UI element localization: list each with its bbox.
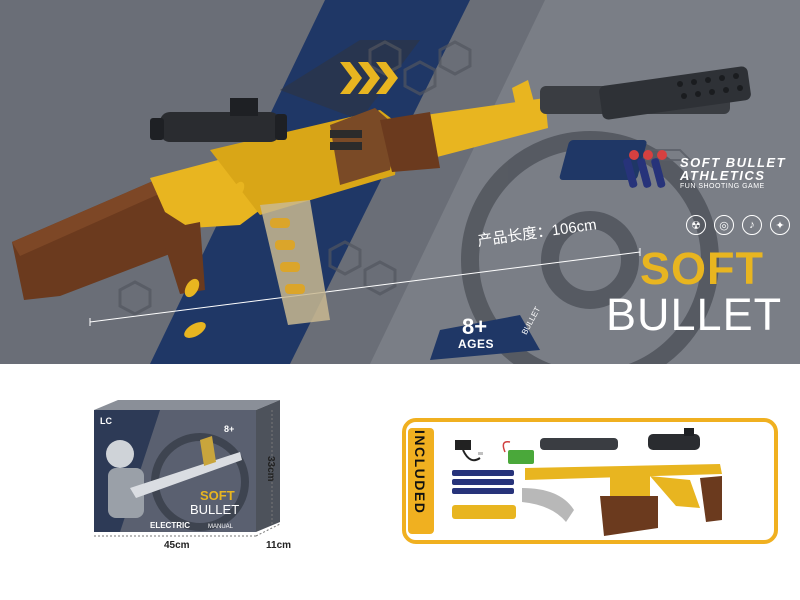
shells	[452, 505, 516, 519]
title-bullet: BULLET	[606, 289, 783, 340]
brand-line-2: ATHLETICS	[680, 168, 766, 183]
foam-darts	[452, 470, 514, 494]
included-label-bar	[408, 428, 434, 534]
usb-charging-cable	[455, 440, 483, 462]
scope	[648, 428, 700, 450]
age-number: 8+	[462, 314, 488, 339]
box-title-bullet: BULLET	[190, 502, 239, 517]
stock	[600, 496, 658, 536]
hero-banner: 产品长度：106cm SOFT BULLET ATHLETICS FUN SHO…	[0, 0, 800, 364]
box-title-soft: SOFT	[200, 488, 235, 503]
stock	[12, 178, 196, 300]
brand-line-1: SOFT BULLET	[680, 155, 787, 170]
box-mode-manual: MANUAL	[208, 524, 234, 530]
toy-rifle-image	[12, 66, 751, 338]
gun-body	[525, 464, 722, 522]
feature-icons: ☢ ◎ ♪ ✦	[686, 215, 790, 235]
title-soft: SOFT	[640, 243, 764, 294]
box-age: 8+	[224, 424, 234, 434]
pattern-icon: ✦	[770, 215, 790, 235]
sound-icon: ♪	[742, 215, 762, 235]
radiation-icon: ☢	[686, 215, 706, 235]
floating-shells	[184, 181, 245, 338]
soldier-figure	[106, 440, 144, 518]
box-width-label: 45cm	[164, 540, 190, 551]
box-brand-mark: LC	[100, 416, 112, 426]
suppressor	[540, 438, 618, 450]
box-depth-label: 11cm	[266, 540, 292, 551]
scope	[150, 98, 287, 142]
target-icon: ◎	[714, 215, 734, 235]
brand-tagline: FUN SHOOTING GAME	[680, 183, 765, 190]
dart-icons	[623, 150, 667, 188]
package-box-illustration: LC SOFT BULLET ELECTRIC MANUAL 8+	[90, 392, 300, 557]
included-contents-panel	[402, 418, 778, 544]
age-label: AGES	[458, 337, 495, 351]
box-mode-electric: ELECTRIC	[150, 521, 190, 530]
battery-pack	[502, 440, 534, 464]
magazine	[522, 488, 574, 522]
